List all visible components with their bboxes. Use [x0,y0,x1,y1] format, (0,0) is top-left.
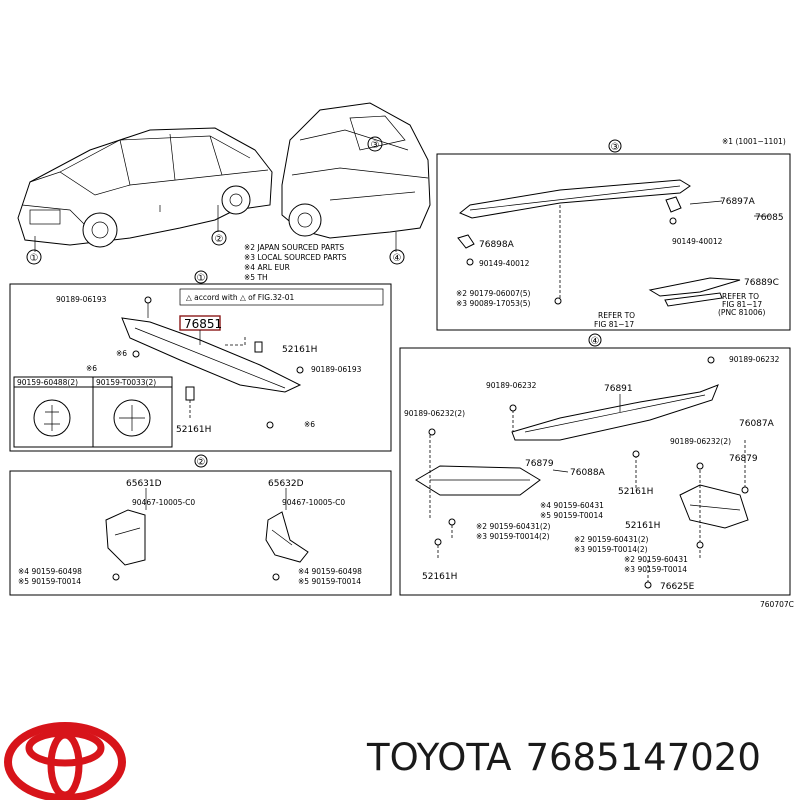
svg-text:90189-06232(2): 90189-06232(2) [404,409,465,418]
svg-text:※3 90159-T0014(2): ※3 90159-T0014(2) [574,545,648,554]
svg-text:※4 90159-60498: ※4 90159-60498 [18,567,82,576]
callout-2: ② [211,230,227,246]
svg-text:52161H: 52161H [282,345,317,355]
svg-text:76085: 76085 [755,213,784,223]
sourcing-notes: ※2 JAPAN SOURCED PARTS ※3 LOCAL SOURCED … [244,243,347,282]
car-rear-view [281,102,431,252]
refer-left-line2: FIG 81−17 [594,320,634,329]
svg-text:76898A: 76898A [479,240,515,250]
svg-text:76625E: 76625E [660,582,695,592]
svg-text:90189-06232: 90189-06232 [486,381,537,390]
svg-text:④: ④ [393,253,402,264]
svg-text:※6: ※6 [304,420,315,429]
svg-text:※5 TH: ※5 TH [244,273,268,282]
svg-text:△ accord with △ of FIG.32-01: △ accord with △ of FIG.32-01 [186,293,294,302]
car-front-view [17,127,273,252]
svg-text:65631D: 65631D [126,479,162,489]
svg-text:76891: 76891 [604,384,633,394]
svg-text:65632D: 65632D [268,479,304,489]
svg-text:③: ③ [371,140,380,151]
svg-text:90149-40012: 90149-40012 [479,259,530,268]
svg-text:※6: ※6 [86,364,97,373]
svg-text:※2 90159-60431(2): ※2 90159-60431(2) [574,535,649,544]
svg-text:90467-10005-C0: 90467-10005-C0 [132,498,195,507]
brand-footer: TOYOTA 7685147020 [0,690,800,800]
svg-text:④: ④ [591,336,600,347]
svg-text:②: ② [215,234,224,245]
svg-text:52161H: 52161H [625,521,660,531]
callout-1: ① [26,249,42,265]
svg-text:76087A: 76087A [739,419,775,429]
panel-3: ③ 76897A 76085 90149-40012 76898A 90149-… [436,139,791,331]
refer-right-line1: REFER TO [722,292,759,301]
svg-text:90189-06193: 90189-06193 [311,365,362,374]
svg-text:52161H: 52161H [422,572,457,582]
refer-left-line1: REFER TO [598,311,635,320]
svg-text:※2 90179-06007(5): ※2 90179-06007(5) [456,289,531,298]
panel-4: ④ 90189-06232 90189-06232 90189-06232(2)… [399,333,791,596]
svg-text:①: ① [197,273,206,284]
svg-text:90189-06232(2): 90189-06232(2) [670,437,731,446]
svg-text:※4 90159-60498: ※4 90159-60498 [298,567,362,576]
svg-text:※3 90089-17053(5): ※3 90089-17053(5) [456,299,531,308]
svg-text:※5 90159-T0014: ※5 90159-T0014 [298,577,361,586]
svg-text:※6: ※6 [116,349,127,358]
svg-text:※3 90159-T0014: ※3 90159-T0014 [624,565,687,574]
svg-text:③: ③ [611,142,620,153]
svg-text:76897A: 76897A [720,197,756,207]
brand-name: TOYOTA [367,736,512,779]
svg-text:※3 LOCAL SOURCED PARTS: ※3 LOCAL SOURCED PARTS [244,253,347,262]
svg-text:※5 90159-T0014: ※5 90159-T0014 [540,511,603,520]
svg-text:90467-10005-C0: 90467-10005-C0 [282,498,345,507]
svg-text:REFER TO FIG 81−17: REFER TO FIG 81−17 [594,311,637,329]
svg-text:52161H: 52161H [176,425,211,435]
svg-text:※2 JAPAN SOURCED PARTS: ※2 JAPAN SOURCED PARTS [244,243,344,252]
svg-text:76088A: 76088A [570,468,606,478]
figure-code: 760707C [760,600,794,609]
parts-diagram: ※1 (1001−1101) ① ② ③ ④ [9,102,794,609]
svg-text:※5 90159-T0014: ※5 90159-T0014 [18,577,81,586]
svg-text:76889C: 76889C [744,278,779,288]
svg-text:REFER TO FIG 81−17: REFER TO FIG 81−17 (PNC 81006) [718,292,766,317]
callout-4: ④ [389,249,405,265]
svg-text:90149-40012: 90149-40012 [672,237,723,246]
svg-text:※4 ARL EUR: ※4 ARL EUR [244,263,290,272]
logo-vertical-ring [47,731,83,799]
svg-text:90189-06232: 90189-06232 [729,355,780,364]
svg-text:52161H: 52161H [618,487,653,497]
toyota-logo [4,722,126,800]
svg-text:②: ② [197,457,206,468]
refer-right-line3: (PNC 81006) [718,308,766,317]
svg-text:90159-T0033(2): 90159-T0033(2) [96,378,156,387]
refer-right-line2: FIG 81−17 [722,300,762,309]
brand-text: TOYOTA 7685147020 [367,736,775,779]
panel-1: ① 76851 △ accord with △ of FIG.32-01 901… [9,270,392,452]
svg-text:90189-06193: 90189-06193 [56,295,107,304]
svg-text:※3 90159-T0014(2): ※3 90159-T0014(2) [476,532,550,541]
callout-3: ③ [367,136,383,152]
svg-text:※2 90159-60431: ※2 90159-60431 [624,555,688,564]
svg-text:76879: 76879 [525,459,554,469]
svg-text:①: ① [30,253,39,264]
svg-text:※2 90159-60431(2): ※2 90159-60431(2) [476,522,551,531]
part-number: 7685147020 [525,736,761,779]
header-note: ※1 (1001−1101) [722,137,786,146]
highlight-part-number: 76851 [184,317,222,331]
svg-text:90159-60488(2): 90159-60488(2) [17,378,78,387]
svg-text:76879: 76879 [729,454,758,464]
panel-2: ② 65631D 90467-10005-C0 ※4 90159-60498 ※… [9,454,392,596]
svg-text:※4 90159-60431: ※4 90159-60431 [540,501,604,510]
